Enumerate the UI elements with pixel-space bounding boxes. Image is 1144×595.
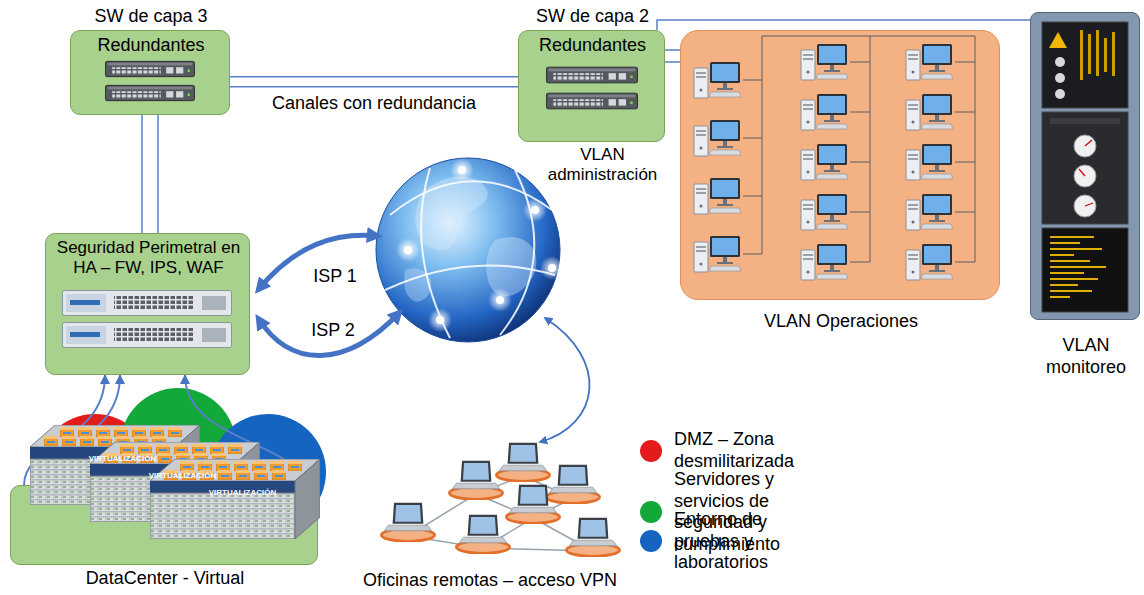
connector-line: [230, 76, 518, 78]
firewall-appliances: [63, 291, 232, 348]
operations-network: [743, 36, 975, 262]
edge-label: Canales con redundancia: [272, 93, 476, 115]
monitoring-panels: [1042, 22, 1128, 312]
layer2-switches: [546, 67, 637, 109]
node-title: SW de capa 3: [94, 6, 207, 28]
node-title: DataCenter - Virtual: [86, 568, 245, 590]
legend-text: DMZ – Zona desmilitarizada: [674, 429, 794, 472]
connector: [665, 50, 680, 62]
virtual-servers: [30, 425, 320, 539]
internet-globe: [376, 158, 564, 342]
legend-swatch: [640, 440, 662, 462]
connector-line: [665, 61, 680, 63]
legend-swatch: [640, 530, 662, 552]
node-title: VLAN Operaciones: [764, 311, 918, 333]
legend-text: Entorno de pruebas y laboratorios: [674, 509, 768, 574]
connector: [142, 115, 158, 233]
isp-links: [258, 235, 400, 355]
connector-line: [141, 115, 143, 233]
node-label: VLAN administración: [529, 145, 676, 186]
node-label: Redundantes: [539, 35, 646, 57]
node-title: VLAN monitoreo: [1031, 335, 1141, 378]
connector: [657, 20, 1030, 30]
node-label: Redundantes: [97, 35, 204, 57]
node-title: Seguridad Perimetral en HA – FW, IPS, WA…: [53, 238, 245, 279]
legend-swatch: [640, 501, 662, 523]
connector-line: [665, 49, 680, 51]
connector-line: [657, 20, 1030, 30]
link-label: ISP 1: [313, 266, 357, 288]
connector-line: [157, 115, 159, 233]
node-title: Oficinas remotas – acceso VPN: [363, 570, 617, 592]
server-label: VIRTUALIZACIÓN: [209, 487, 277, 499]
connector-line: [230, 86, 518, 88]
switch-group-box: SW de capa 2RedundantesVLAN administraci…: [518, 30, 665, 142]
layer3-switches: [105, 61, 194, 100]
operations-computers: [694, 44, 953, 280]
server-label: VIRTUALIZACIÓN: [89, 453, 157, 465]
server-label: VIRTUALIZACIÓN: [149, 470, 217, 482]
link-label: ISP 2: [311, 320, 355, 342]
vpn-link: [540, 318, 590, 442]
connector: [230, 77, 518, 87]
node-title: SW de capa 2: [536, 6, 649, 28]
remote-laptops: [381, 443, 619, 557]
